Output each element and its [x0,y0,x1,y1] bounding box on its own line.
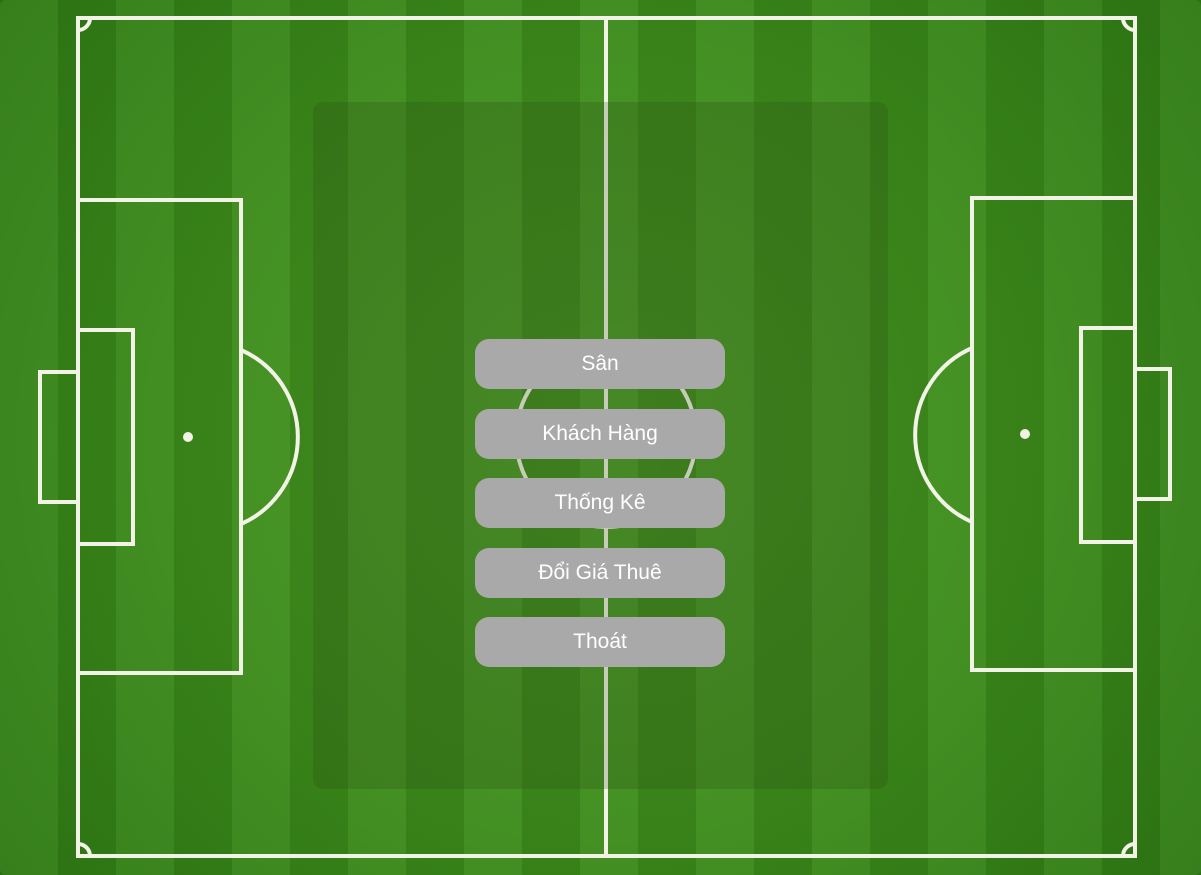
menu-button-thong-ke[interactable]: Thống Kê [475,478,725,528]
right-penalty-area [970,196,1137,672]
right-goal-area [1079,326,1137,544]
corner-arc-top-right [1121,17,1136,32]
menu-button-thoat[interactable]: Thoát [475,617,725,667]
menu-button-san[interactable]: Sân [475,339,725,389]
left-goal [38,370,80,504]
left-goal-area [76,328,135,546]
right-penalty-arc [913,346,973,524]
corner-arc-bottom-right [1121,842,1136,857]
left-penalty-spot [183,432,193,442]
left-penalty-area [76,198,243,675]
menu-button-doi-gia-thue[interactable]: Đổi Giá Thuê [475,547,725,598]
menu-button-khach-hang[interactable]: Khách Hàng [475,408,725,459]
corner-arc-top-left [77,17,92,32]
left-penalty-arc [240,348,300,526]
corner-arc-bottom-left [77,842,92,857]
main-menu: Sân Khách Hàng Thống Kê Đổi Giá Thuê Tho… [475,339,725,687]
right-penalty-spot [1020,429,1030,439]
right-goal [1133,367,1172,501]
